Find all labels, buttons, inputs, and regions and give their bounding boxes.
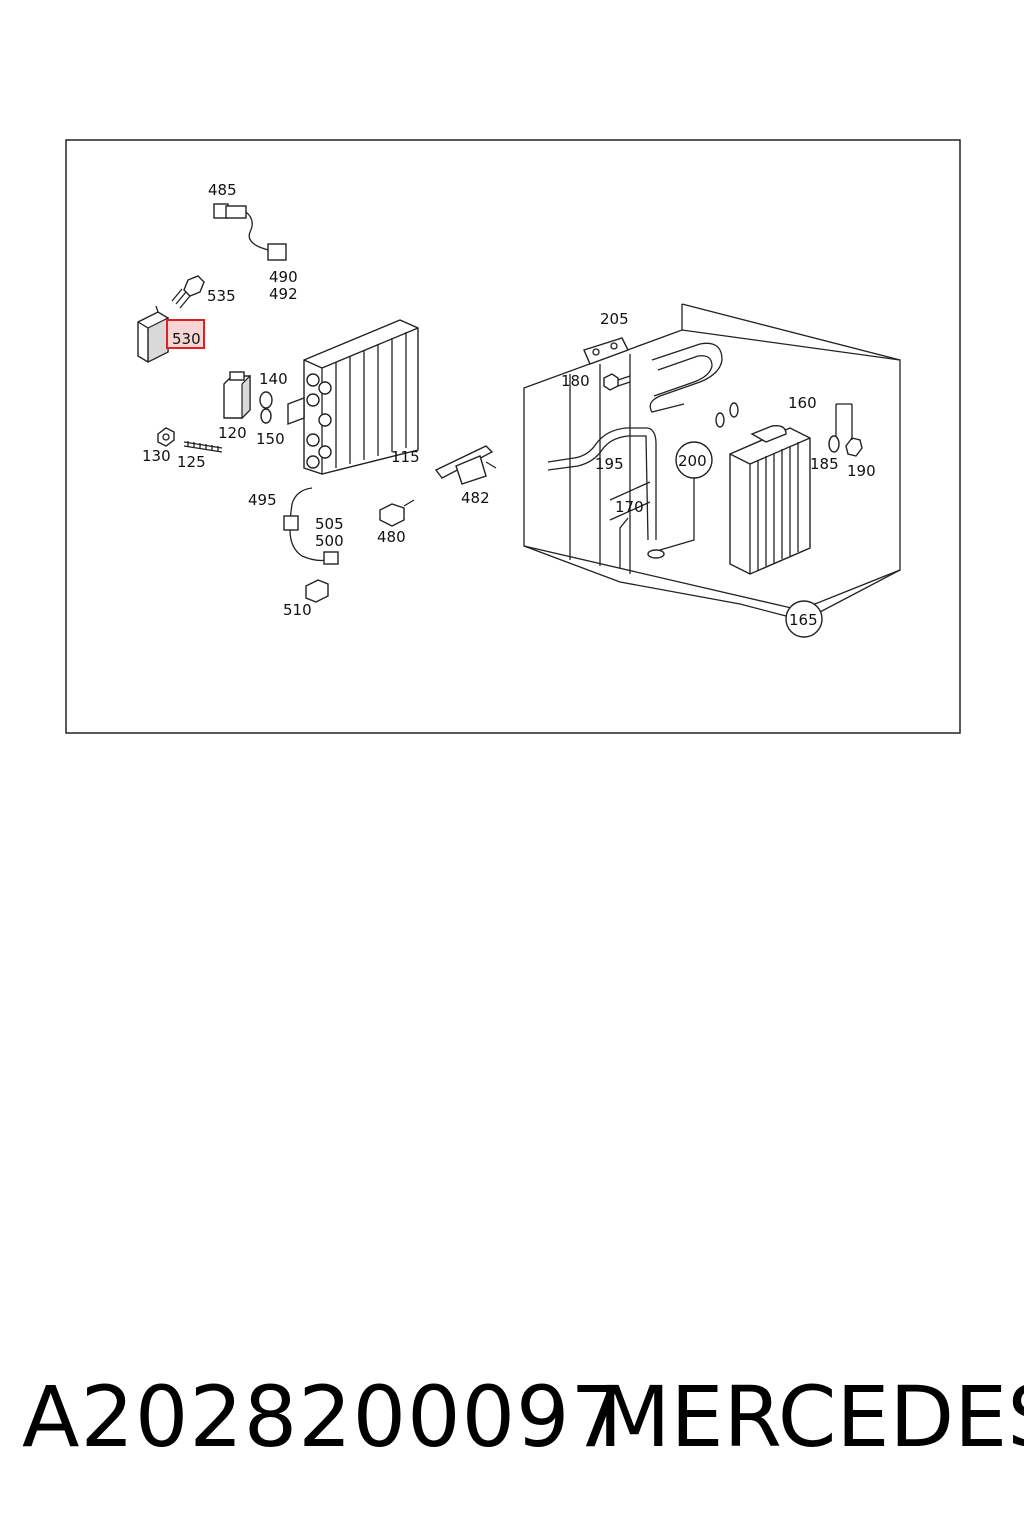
parts-diagram: 485 490 492 535 530 140 120 150 130 125 … [65, 139, 961, 734]
label-492[interactable]: 492 [269, 285, 298, 303]
part-180-bolt [603, 373, 631, 391]
part-185-washer [828, 435, 840, 453]
label-480[interactable]: 480 [377, 528, 406, 546]
part-125-stud [183, 441, 223, 453]
part-205-flange-plate [583, 337, 629, 365]
part-130-nut [157, 427, 175, 447]
label-160[interactable]: 160 [788, 394, 817, 412]
circle-200 [675, 441, 713, 479]
part-190-nut [845, 437, 863, 457]
label-195[interactable]: 195 [595, 455, 624, 473]
label-190[interactable]: 190 [847, 462, 876, 480]
label-530[interactable]: 530 [172, 330, 201, 348]
part-150-o-ring [260, 408, 272, 424]
label-150[interactable]: 150 [256, 430, 285, 448]
label-130[interactable]: 130 [142, 447, 171, 465]
label-170[interactable]: 170 [615, 498, 644, 516]
part-120-expansion-valve [223, 371, 251, 420]
part-510-connector [305, 579, 329, 603]
highlight-box-530 [166, 319, 205, 349]
part-482-bracket [434, 445, 497, 485]
o-ring-a [715, 412, 725, 428]
part-160-heater-core [729, 424, 811, 575]
part-170-seal [647, 549, 665, 559]
diagram-frame [65, 139, 961, 734]
part-195-hose [547, 427, 657, 541]
label-165[interactable]: 165 [789, 611, 818, 629]
part-number: A2028200097 [22, 1368, 625, 1466]
label-495[interactable]: 495 [248, 491, 277, 509]
label-485[interactable]: 485 [208, 181, 237, 199]
part-140-o-ring [259, 391, 273, 409]
label-505[interactable]: 505 [315, 515, 344, 533]
part-530-control-unit [137, 305, 169, 363]
label-490[interactable]: 490 [269, 268, 298, 286]
label-140[interactable]: 140 [259, 370, 288, 388]
part-535-bolt [171, 275, 205, 309]
label-510[interactable]: 510 [283, 601, 312, 619]
leader-190 [835, 403, 853, 440]
label-125[interactable]: 125 [177, 453, 206, 471]
label-115[interactable]: 115 [391, 448, 420, 466]
label-205[interactable]: 205 [600, 310, 629, 328]
part-485-sensor-cable [213, 203, 287, 261]
part-480-switch [379, 499, 415, 527]
label-200[interactable]: 200 [678, 452, 707, 470]
brand-name: MERCEDES [598, 1368, 1024, 1466]
label-535[interactable]: 535 [207, 287, 236, 305]
heater-pipes [649, 342, 723, 413]
label-120[interactable]: 120 [218, 424, 247, 442]
label-185[interactable]: 185 [810, 455, 839, 473]
label-482[interactable]: 482 [461, 489, 490, 507]
leader-170 [619, 517, 629, 568]
o-ring-b [729, 402, 739, 418]
part-495-cable [283, 487, 339, 565]
label-180[interactable]: 180 [561, 372, 590, 390]
part-115-evaporator [287, 319, 419, 475]
circle-165 [785, 600, 823, 638]
leader-200 [659, 478, 695, 551]
label-500[interactable]: 500 [315, 532, 344, 550]
leader-165 [523, 545, 901, 617]
